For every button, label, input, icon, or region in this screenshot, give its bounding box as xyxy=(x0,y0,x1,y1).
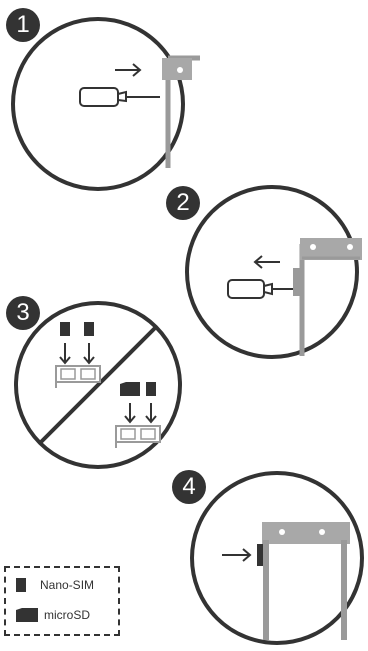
phone-top xyxy=(262,522,350,544)
eject-pin-icon xyxy=(227,279,265,299)
phone-top xyxy=(300,238,362,260)
arrow-left-icon xyxy=(253,255,280,269)
arrow-right-icon xyxy=(115,63,142,77)
sim-plus-microsd-option xyxy=(115,382,161,448)
step-4-illustration xyxy=(190,471,364,645)
nano-sim-icon xyxy=(60,322,70,336)
step-3-illustration xyxy=(14,301,182,469)
microsd-icon xyxy=(16,608,38,622)
microsd-icon xyxy=(120,382,140,396)
nano-sim-icon xyxy=(16,578,26,592)
card-tray xyxy=(293,268,301,296)
step-4-badge: 4 xyxy=(172,470,206,504)
arrow-right-icon xyxy=(222,548,252,562)
step-3-badge: 3 xyxy=(6,296,40,330)
step-2-illustration xyxy=(185,185,362,359)
phone-corner xyxy=(162,58,192,80)
dual-nano-sim-option xyxy=(55,322,101,388)
legend-item-microsd: microSD xyxy=(16,608,90,622)
card-tray xyxy=(257,544,263,566)
step-4-circle xyxy=(190,471,364,645)
legend-item-nano-sim: Nano-SIM xyxy=(16,578,94,592)
nano-sim-icon xyxy=(146,382,156,396)
step-2-badge: 2 xyxy=(166,186,200,220)
step-2-circle xyxy=(185,185,359,359)
step-1-illustration xyxy=(11,17,200,191)
legend-label-nano-sim: Nano-SIM xyxy=(40,578,95,592)
eject-pin-icon xyxy=(79,87,119,107)
legend-box: Nano-SIM microSD xyxy=(4,566,120,636)
step-1-badge: 1 xyxy=(6,8,40,42)
phone-camera xyxy=(177,67,183,73)
divider-line xyxy=(38,325,158,445)
legend-label-microsd: microSD xyxy=(44,608,91,622)
nano-sim-icon xyxy=(84,322,94,336)
